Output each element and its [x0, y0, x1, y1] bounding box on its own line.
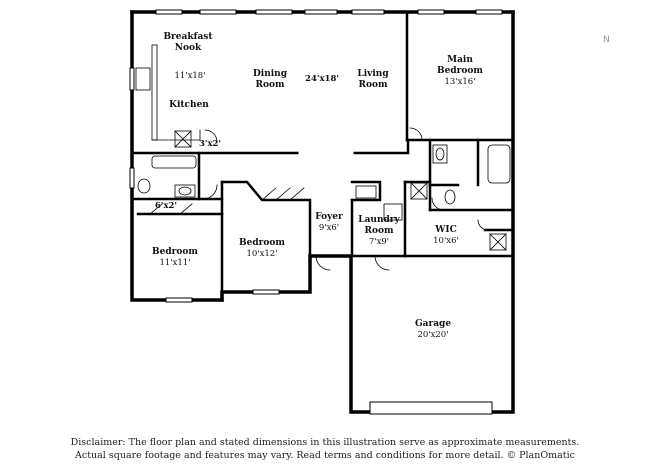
room-garage: Garage 20'x20'	[403, 319, 463, 341]
room-garage-name: Garage	[414, 319, 452, 329]
disclaimer-line-2: Actual square footage and features may v…	[75, 450, 575, 461]
washer	[383, 203, 403, 221]
compass-icon: N	[603, 35, 610, 45]
window-living-1	[304, 9, 338, 15]
water-heater	[489, 233, 507, 251]
room-main-bedroom: Main Bedroom 13'x16'	[430, 55, 490, 88]
window-nook-2	[199, 9, 237, 15]
doors	[149, 127, 489, 271]
window-main-2	[475, 9, 503, 15]
room-laundry-room: Laundry Room 7'x9'	[353, 215, 405, 248]
toilet-main	[444, 189, 456, 205]
room-wic-dims: 10'x6'	[433, 236, 459, 246]
room-breakfast-nook: Breakfast Nook	[160, 32, 216, 54]
room-great-room-dims: 24'x18'	[294, 74, 350, 85]
window-dining	[255, 9, 293, 15]
room-closet: 6'x2'	[150, 201, 182, 212]
room-laundry-room-dims: 7'x9'	[368, 237, 390, 247]
room-living-room: Living Room	[345, 69, 401, 91]
room-wic: WIC 10'x6'	[420, 225, 472, 247]
room-great-room-dims-text: 24'x18'	[305, 74, 339, 84]
door-front	[315, 255, 331, 271]
window-main-1	[417, 9, 445, 15]
disclaimer-line-1: Disclaimer: The floor plan and stated di…	[70, 437, 580, 448]
window-bedroom-2	[252, 289, 280, 295]
room-foyer: Foyer 9'x6'	[306, 212, 352, 234]
room-main-bedroom-dims: 13'x16'	[444, 77, 476, 87]
window-living-2	[351, 9, 385, 15]
room-foyer-dims: 9'x6'	[318, 223, 340, 233]
shower-box	[410, 182, 428, 200]
window-bedroom-1	[165, 297, 193, 303]
window-nook-1	[155, 9, 183, 15]
room-bedroom-2-name: Bedroom	[239, 238, 285, 248]
room-foyer-name: Foyer	[315, 212, 343, 222]
room-living-room-name: Living Room	[357, 69, 389, 90]
room-bedroom-2-dims: 10'x12'	[246, 249, 278, 259]
closet-bifold-2	[149, 203, 193, 215]
interior-walls	[130, 10, 515, 294]
windows	[129, 9, 503, 415]
room-wic-name: WIC	[435, 225, 457, 235]
room-main-bedroom-name: Main Bedroom	[437, 55, 483, 76]
room-kitchen-dims: 11'x18'	[162, 71, 218, 82]
toilet-bath	[137, 178, 151, 194]
pantry-box	[174, 130, 192, 148]
coat-closet-shelf	[355, 185, 377, 199]
room-dining-room: Dining Room	[242, 69, 298, 91]
bathtub-main	[487, 144, 511, 184]
closet-bifold	[261, 187, 305, 201]
door-laundry	[374, 255, 390, 271]
kitchen-counter	[151, 44, 158, 141]
bathtub	[151, 155, 197, 169]
vanity-bath	[174, 184, 196, 198]
room-pantry-dims: 3'x2'	[198, 139, 222, 149]
fixtures	[135, 44, 511, 251]
window-bath	[129, 167, 135, 189]
wall-living-south	[350, 138, 410, 155]
room-bedroom-1-name: Bedroom	[152, 247, 198, 257]
kitchen-sink	[135, 67, 151, 91]
disclaimer: Disclaimer: The floor plan and stated di…	[70, 436, 580, 462]
door-pantry	[204, 129, 218, 143]
room-pantry: 3'x2'	[195, 139, 225, 150]
compass-label: N	[603, 35, 610, 45]
room-breakfast-nook-name: Breakfast Nook	[163, 32, 213, 53]
room-bedroom-2: Bedroom 10'x12'	[233, 238, 291, 260]
door-main-bedroom	[409, 127, 423, 141]
room-closet-dims: 6'x2'	[154, 201, 178, 211]
kitchen-counter-south	[151, 129, 201, 141]
room-bedroom-1: Bedroom 11'x11'	[146, 247, 204, 269]
room-kitchen-name: Kitchen	[169, 100, 209, 110]
door-wic	[477, 219, 489, 231]
wall-coat-closet	[350, 180, 382, 202]
room-garage-dims: 20'x20'	[417, 330, 449, 340]
door-wc	[431, 197, 445, 211]
room-laundry-room-name: Laundry Room	[358, 215, 400, 236]
room-kitchen-dims-text: 11'x18'	[174, 71, 206, 81]
garage-door	[369, 401, 493, 415]
window-kitchen	[129, 67, 135, 91]
room-kitchen: Kitchen	[160, 100, 218, 111]
room-dining-room-name: Dining Room	[252, 69, 288, 90]
vanity-main	[432, 144, 448, 164]
door-bath	[202, 184, 218, 200]
room-bedroom-1-dims: 11'x11'	[159, 258, 191, 268]
